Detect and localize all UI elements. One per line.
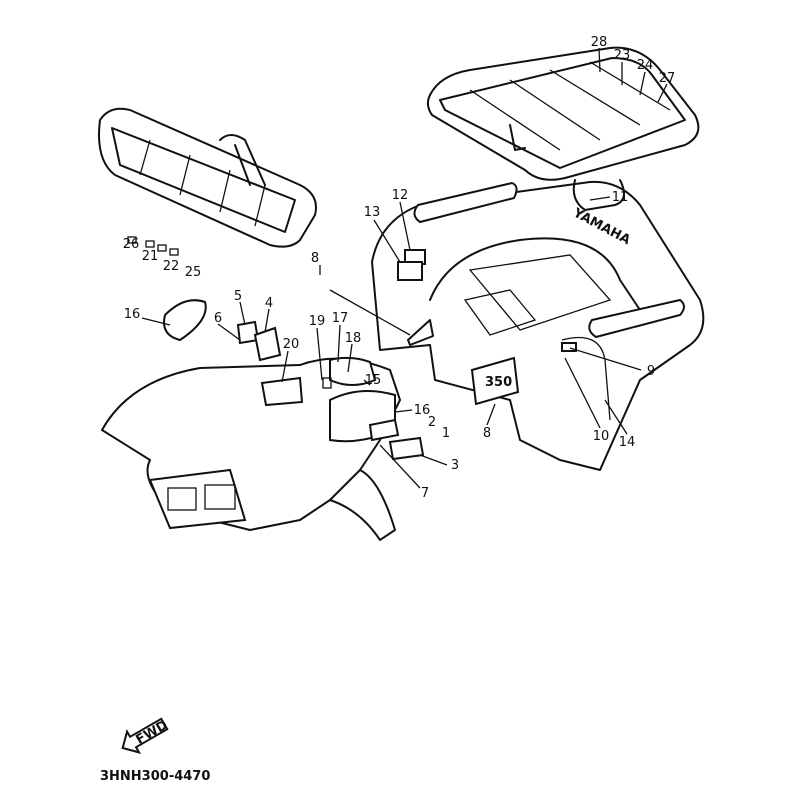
callout-22: 22 (163, 259, 180, 274)
callout-3: 3 (451, 458, 459, 473)
callout-23: 23 (614, 48, 631, 63)
callout-7: 7 (421, 486, 429, 501)
callout-2: 2 (428, 415, 436, 430)
callout-5: 5 (234, 289, 242, 304)
callout-4: 4 (265, 296, 273, 311)
callout-6: 6 (214, 311, 222, 326)
callout-1: 1 (442, 426, 450, 441)
callout-12: 12 (392, 188, 409, 203)
callout-13: 13 (364, 205, 381, 220)
callout-19: 19 (309, 314, 326, 329)
front-fender (101, 299, 425, 541)
rear-carrier (426, 46, 700, 211)
callout-labels: 28 23 24 27 12 13 11 26 21 22 25 8 5 4 1… (123, 35, 676, 501)
callout-8-lower: 8 (483, 426, 491, 441)
callout-16-right: 16 (414, 403, 431, 418)
callout-18: 18 (345, 331, 362, 346)
callout-14: 14 (619, 435, 636, 450)
callout-15: 15 (365, 373, 382, 388)
model-350-decal-text: 350 (485, 375, 512, 390)
callout-26: 26 (123, 237, 140, 252)
callout-27: 27 (659, 71, 676, 86)
callout-8-upper: 8 (311, 251, 319, 266)
callout-9: 9 (647, 364, 655, 379)
yamaha-decal-text: YAMAHA (570, 205, 633, 248)
callout-24: 24 (637, 58, 654, 73)
callout-21: 21 (142, 249, 159, 264)
leader-lines (141, 47, 668, 489)
part-number: 3HNH300-4470 (100, 769, 210, 784)
fwd-label: FWD (134, 718, 171, 748)
rear-fender: YAMAHA 350 (371, 180, 705, 471)
front-carrier (98, 107, 317, 256)
callout-10: 10 (593, 429, 610, 444)
callout-11: 11 (612, 190, 629, 205)
callout-17: 17 (332, 311, 349, 326)
callout-25: 25 (185, 265, 202, 280)
forward-direction-arrow: FWD (121, 717, 171, 754)
callout-20: 20 (283, 337, 300, 352)
callout-16-left: 16 (124, 307, 141, 322)
callout-28: 28 (591, 35, 608, 50)
